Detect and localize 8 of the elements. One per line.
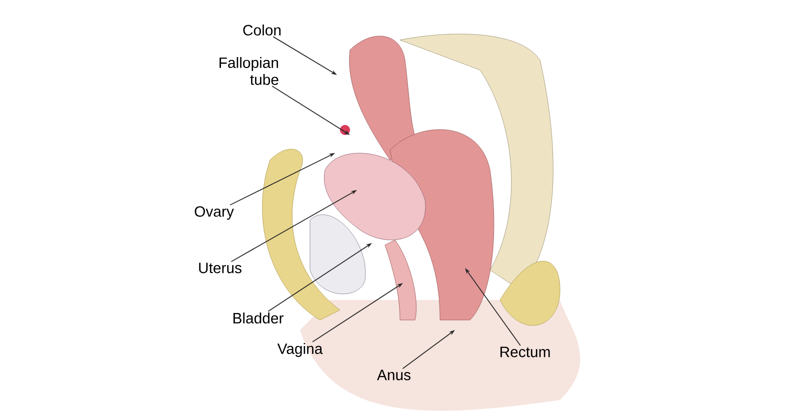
part-label: Uterus [199, 262, 242, 274]
part-label: Vagina [277, 343, 323, 357]
part-label: Bladder [233, 312, 284, 324]
part-label: Colon [243, 24, 281, 36]
part-label: Rectum [500, 346, 550, 358]
part-label: Ovary [194, 206, 234, 220]
part-label: Fallopian tube [220, 57, 278, 85]
part-label: Anus [377, 370, 410, 380]
